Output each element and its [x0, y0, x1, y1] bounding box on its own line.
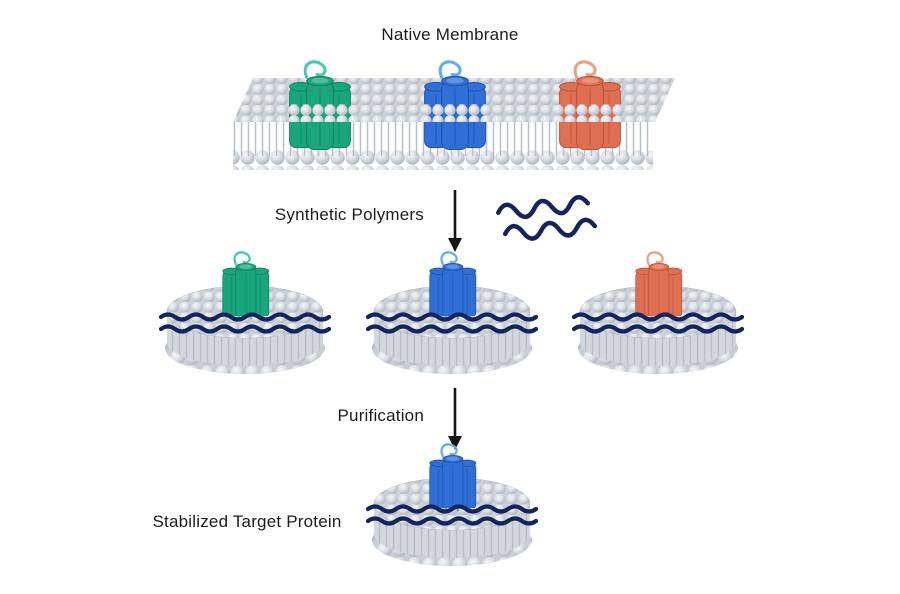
nanodisc-3 [574, 252, 742, 374]
label-synthetic-polymers: Synthetic Polymers [274, 205, 424, 224]
arrow-down-2 [448, 388, 462, 450]
nanodisc-1 [161, 252, 329, 374]
polymer-squiggle-1 [495, 195, 591, 220]
arrowhead-icon [448, 238, 462, 252]
label-purification: Purification [337, 406, 424, 425]
nanodisc-2 [368, 252, 536, 374]
arrow-down-1 [448, 190, 462, 252]
label-stabilized-target-protein: Stabilized Target Protein [152, 512, 342, 531]
synthetic-polymer-squiggles [495, 195, 598, 241]
polymer-squiggle-2 [502, 217, 598, 241]
title-native-membrane: Native Membrane [381, 25, 519, 44]
arrowhead-icon [448, 436, 462, 450]
final-nanodisc [368, 444, 536, 566]
lipid-front-heads [233, 104, 664, 122]
native-membrane [233, 60, 675, 170]
